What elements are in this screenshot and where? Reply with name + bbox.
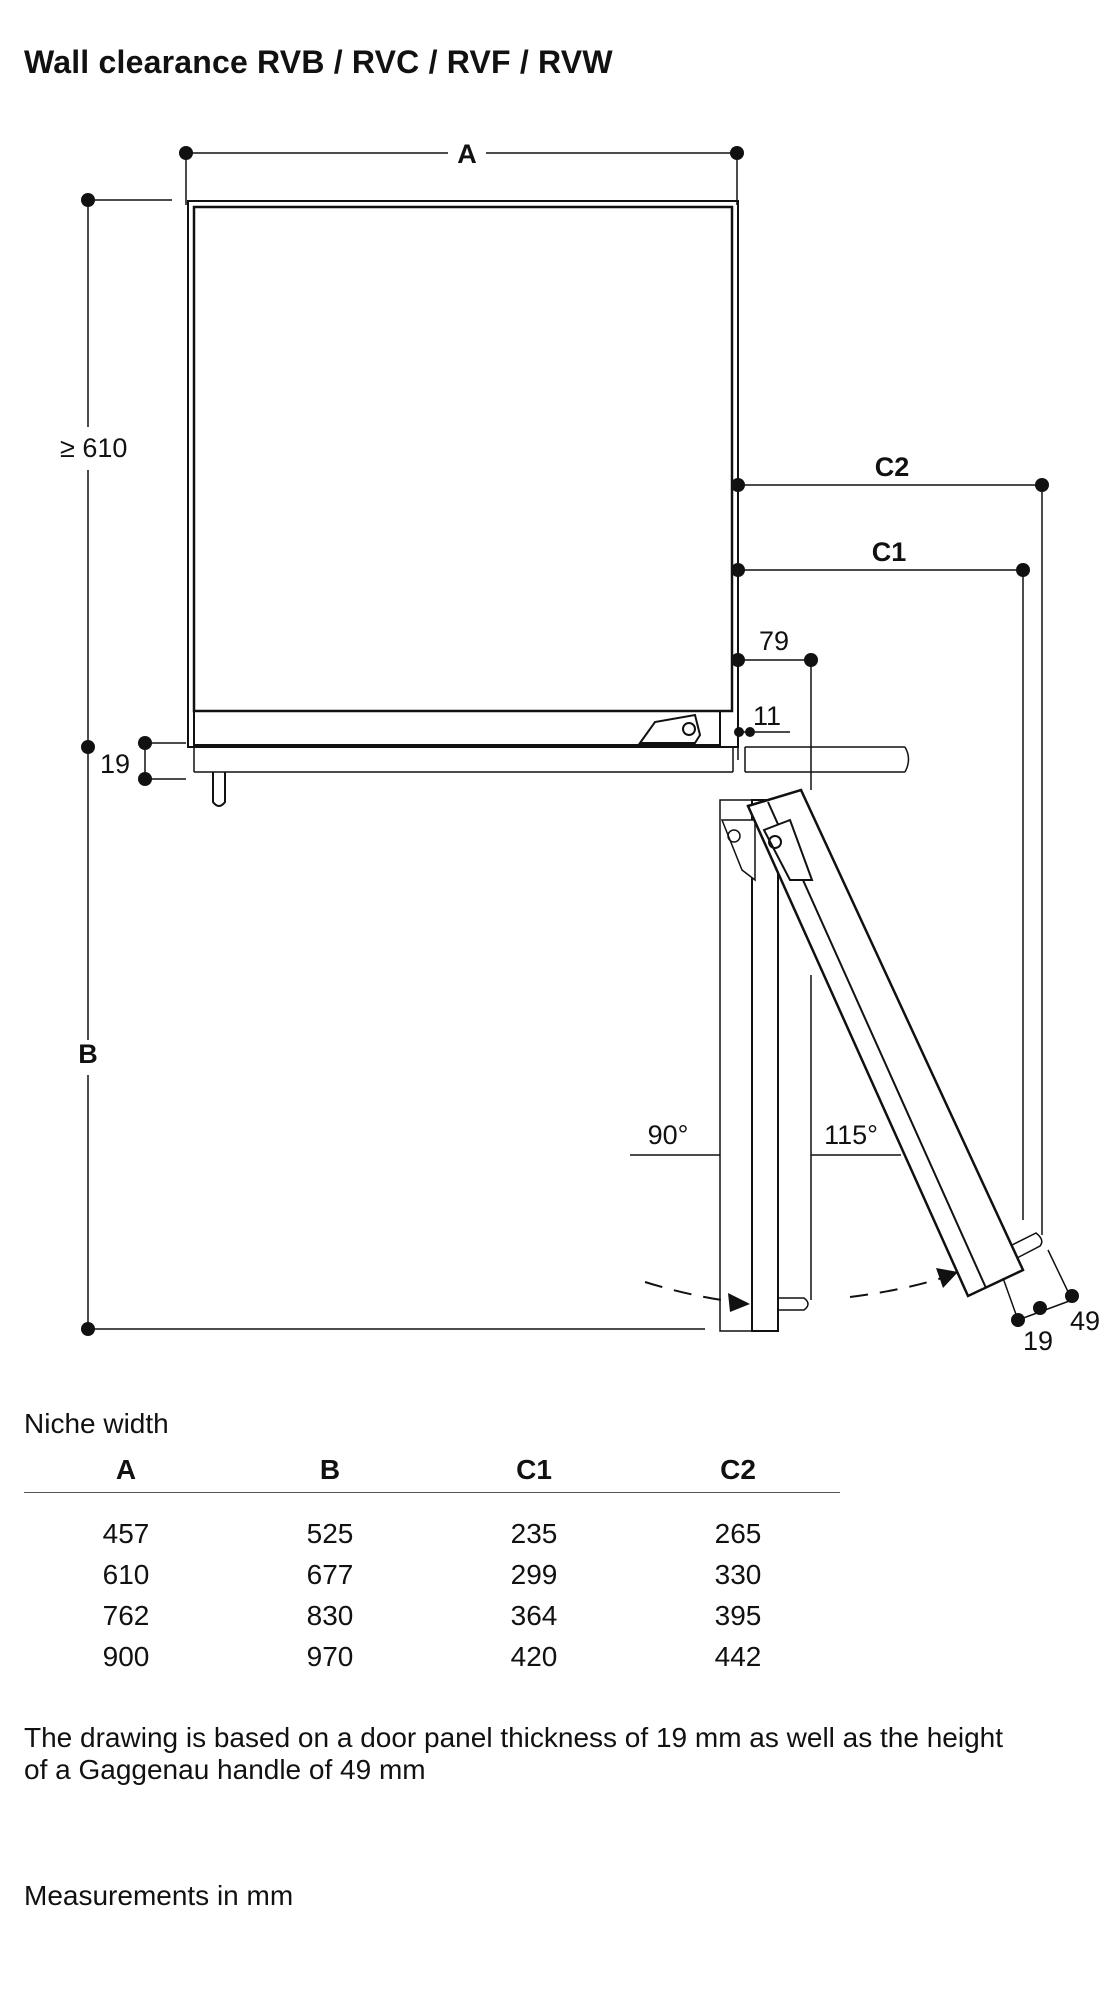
door-90-degrees <box>719 799 809 1332</box>
dimension-dots <box>81 146 1079 1336</box>
label-c2: C2 <box>875 452 910 482</box>
appliance-cabinet <box>187 200 910 807</box>
table-cell: 900 <box>102 1640 150 1672</box>
niche-width-table: A B C1 C2 457 525 235 265 610 677 299 33… <box>24 1448 840 1677</box>
table-cell: 525 <box>306 1517 354 1549</box>
table-cell: 970 <box>306 1640 354 1672</box>
table-caption: Niche width <box>24 1408 169 1439</box>
table-row: 610 677 299 330 <box>24 1554 840 1595</box>
table-cell: 442 <box>714 1640 762 1672</box>
door-115-degrees <box>746 788 1043 1298</box>
door-hinge-icon <box>720 819 756 882</box>
label-min-depth: ≥ 610 <box>60 433 127 463</box>
label-11: 11 <box>753 701 781 731</box>
label-79: 79 <box>759 626 789 656</box>
dimension-c1 <box>738 569 1024 1220</box>
table-cell: 364 <box>510 1599 558 1631</box>
dimension-c2 <box>738 484 1043 1235</box>
table-cell: 235 <box>510 1517 558 1549</box>
dimension-a <box>185 152 738 205</box>
label-c1: C1 <box>872 537 907 567</box>
table-cell: 299 <box>510 1558 558 1590</box>
table-cell: 265 <box>714 1517 762 1549</box>
table-cell: 762 <box>102 1599 150 1631</box>
table-header-row: A B C1 C2 <box>24 1448 840 1493</box>
table-cell: 677 <box>306 1558 354 1590</box>
column-header-a: A <box>24 1448 228 1493</box>
column-header-c1: C1 <box>432 1448 636 1493</box>
table-row: 762 830 364 395 <box>24 1595 840 1636</box>
label-handle-height: 49 <box>1070 1306 1100 1336</box>
table-row: 457 525 235 265 <box>24 1493 840 1555</box>
hinge-icon <box>638 713 702 744</box>
column-header-c2: C2 <box>636 1448 840 1493</box>
table-cell: 420 <box>510 1640 558 1672</box>
label-b: B <box>78 1039 98 1069</box>
column-header-b: B <box>228 1448 432 1493</box>
table-cell: 830 <box>306 1599 354 1631</box>
table-cell: 610 <box>102 1558 150 1590</box>
dimension-plinth <box>144 742 186 780</box>
table-cell: 330 <box>714 1558 762 1590</box>
swing-arrow-115 <box>849 1268 958 1298</box>
table-cell: 457 <box>102 1517 150 1549</box>
label-angle-115: 115° <box>824 1120 878 1150</box>
units-note: Measurements in mm <box>24 1880 294 1911</box>
table-row: 900 970 420 442 <box>24 1636 840 1677</box>
swing-arrow-90 <box>644 1281 750 1312</box>
label-a: A <box>457 139 477 169</box>
label-angle-90: 90° <box>648 1120 689 1150</box>
dimension-79 <box>738 659 812 790</box>
label-panel-thickness: 19 <box>1023 1326 1053 1356</box>
table-cell: 395 <box>714 1599 762 1631</box>
drawing-note: The drawing is based on a door panel thi… <box>24 1722 1004 1785</box>
wall-clearance-diagram: A ≥ 610 19 B C2 C1 79 11 90° 115° 19 49 <box>60 139 1100 1356</box>
dimension-depth-line <box>87 199 705 1330</box>
page-title: Wall clearance RVB / RVC / RVF / RVW <box>24 44 613 80</box>
label-plinth: 19 <box>100 749 130 779</box>
door-hinge-open-icon <box>762 818 814 881</box>
